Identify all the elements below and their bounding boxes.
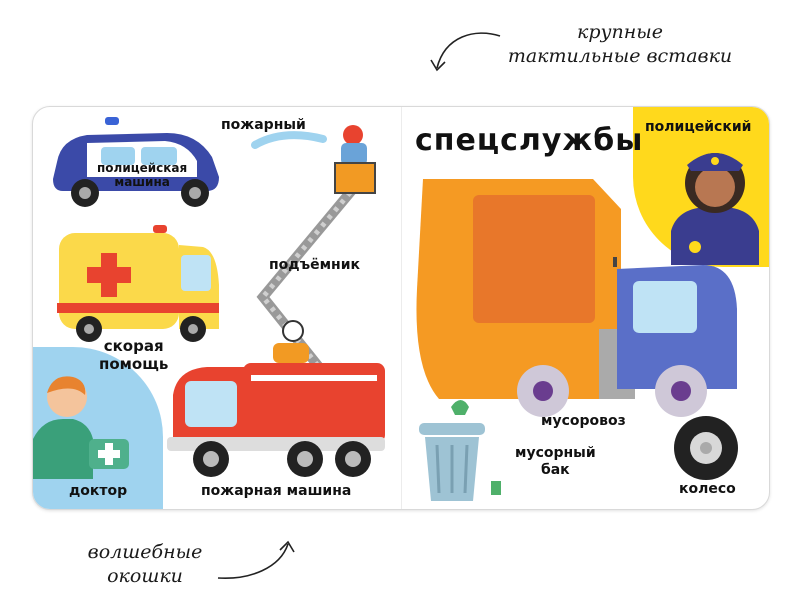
label-garbage-truck: мусоровоз xyxy=(541,413,626,429)
annotation-line: крупные xyxy=(576,21,663,43)
annotation-line: тактильные вставки xyxy=(507,45,733,67)
label-wheel: колесо xyxy=(679,481,736,497)
curved-arrow-icon xyxy=(217,540,295,579)
annotation-line: окошки xyxy=(107,565,183,587)
label-police-car: полицейская машина xyxy=(97,161,187,189)
annotation-tactile-inserts: крупные тактильные вставки xyxy=(500,20,740,68)
label-line: бак xyxy=(540,462,570,478)
label-fire-truck: пожарная машина xyxy=(201,483,352,499)
label-line: помощь xyxy=(99,355,169,373)
police-car-illustration xyxy=(53,117,219,207)
label-ambulance: скорая помощь xyxy=(99,337,168,373)
label-line: скорая xyxy=(103,337,164,355)
book-spine xyxy=(401,107,402,509)
label-firefighter: пожарный xyxy=(221,117,306,133)
label-trash-bin: мусорный бак xyxy=(515,445,596,479)
fire-truck-illustration xyxy=(167,320,385,477)
label-doctor: доктор xyxy=(69,483,128,499)
label-line: мусорный xyxy=(515,445,596,461)
label-lift: подъёмник xyxy=(269,257,361,273)
curved-arrow-icon xyxy=(430,32,501,72)
annotation-line: волшебные xyxy=(87,541,203,563)
label-police-officer: полицейский xyxy=(645,119,752,135)
book-spread: полицейская машина скорая помощь доктор … xyxy=(32,106,770,510)
firefighter-illustration xyxy=(251,125,376,194)
page-title: спецслужбы xyxy=(415,123,644,158)
doctor-illustration xyxy=(33,376,129,479)
ambulance-illustration xyxy=(57,225,219,342)
trash-bin-illustration xyxy=(419,400,501,501)
label-line: машина xyxy=(114,175,170,189)
garbage-truck-illustration xyxy=(416,179,737,417)
label-line: полицейская xyxy=(97,161,188,175)
wheel-illustration xyxy=(674,416,738,480)
annotation-magic-windows: волшебные окошки xyxy=(60,540,230,588)
